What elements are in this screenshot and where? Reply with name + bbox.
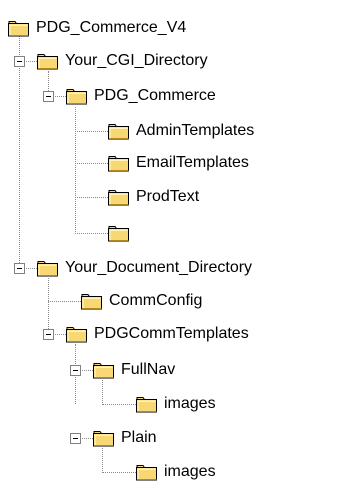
tree-node-your-document-directory[interactable]: Your_Document_Directory [37, 253, 252, 283]
tree-node-emailtemplates[interactable]: EmailTemplates [108, 148, 249, 178]
folder-icon [108, 225, 130, 242]
tree-connector [75, 233, 108, 234]
tree-node-commconfig[interactable]: CommConfig [81, 286, 202, 316]
collapse-toggle[interactable] [14, 56, 25, 67]
tree-node-fullnav[interactable]: FullNav [93, 355, 175, 385]
tree-connector [75, 197, 108, 198]
tree-node-plain[interactable]: Plain [93, 423, 157, 453]
folder-icon [108, 123, 130, 140]
collapse-toggle[interactable] [70, 433, 81, 444]
collapse-toggle[interactable] [43, 91, 54, 102]
tree-node-admintemplates[interactable]: AdminTemplates [108, 116, 254, 146]
tree-connector [19, 33, 20, 269]
collapse-toggle[interactable] [14, 263, 25, 274]
tree-connector [102, 380, 103, 405]
folder-icon [81, 293, 103, 310]
tree-node-label: PDG_Commerce_V4 [36, 19, 187, 36]
tree-node-prodtext[interactable]: ProdText [108, 182, 199, 212]
folder-icon [37, 260, 59, 277]
folder-icon [8, 20, 30, 37]
tree-node-plain-images[interactable]: images [136, 457, 216, 487]
tree-connector [102, 404, 136, 405]
tree-node-label: Your_Document_Directory [65, 259, 253, 276]
folder-icon [136, 464, 158, 481]
folder-icon [93, 362, 115, 379]
tree-node-pdg-commerce[interactable]: PDG_Commerce [66, 81, 216, 111]
folder-icon [66, 326, 88, 343]
tree-connector [102, 448, 103, 473]
tree-connector [82, 370, 93, 371]
tree-node-your-cgi-directory[interactable]: Your_CGI_Directory [37, 46, 208, 76]
tree-node-pdgcommtemplates[interactable]: PDGCommTemplates [66, 319, 249, 349]
tree-connector [55, 96, 66, 97]
tree-connector [48, 301, 81, 302]
tree-node-label: Plain [121, 429, 157, 446]
tree-node-label: images [164, 395, 216, 412]
tree-node-label: PDG_Commerce [94, 87, 216, 104]
collapse-toggle[interactable] [70, 365, 81, 376]
tree-connector [75, 107, 76, 234]
folder-icon [66, 88, 88, 105]
tree-node-label: EmailTemplates [136, 154, 249, 171]
tree-connector [82, 438, 93, 439]
tree-node-label: Your_CGI_Directory [65, 52, 208, 69]
tree-connector [48, 278, 49, 333]
folder-icon [108, 155, 130, 172]
tree-connector [75, 163, 108, 164]
folder-icon [37, 53, 59, 70]
tree-node-label: FullNav [121, 361, 176, 378]
tree-connector [48, 71, 49, 91]
tree-connector [26, 268, 37, 269]
tree-node-label: AdminTemplates [136, 122, 255, 139]
tree-node-fullnav-images[interactable]: images [136, 389, 216, 419]
tree-node-label: PDGCommTemplates [94, 325, 249, 342]
folder-icon [108, 189, 130, 206]
collapse-toggle[interactable] [43, 329, 54, 340]
tree-node-label: ProdText [136, 188, 200, 205]
tree-connector [75, 131, 108, 132]
tree-node-label: images [164, 463, 216, 480]
tree-connector [55, 334, 66, 335]
tree-node-unnamed-folder[interactable] [108, 218, 136, 248]
folder-icon [93, 430, 115, 447]
tree-node-label: CommConfig [109, 292, 203, 309]
tree-node-pdg-commerce-v4[interactable]: PDG_Commerce_V4 [8, 13, 186, 43]
folder-icon [136, 396, 158, 413]
tree-connector [26, 61, 37, 62]
tree-connector [102, 472, 136, 473]
